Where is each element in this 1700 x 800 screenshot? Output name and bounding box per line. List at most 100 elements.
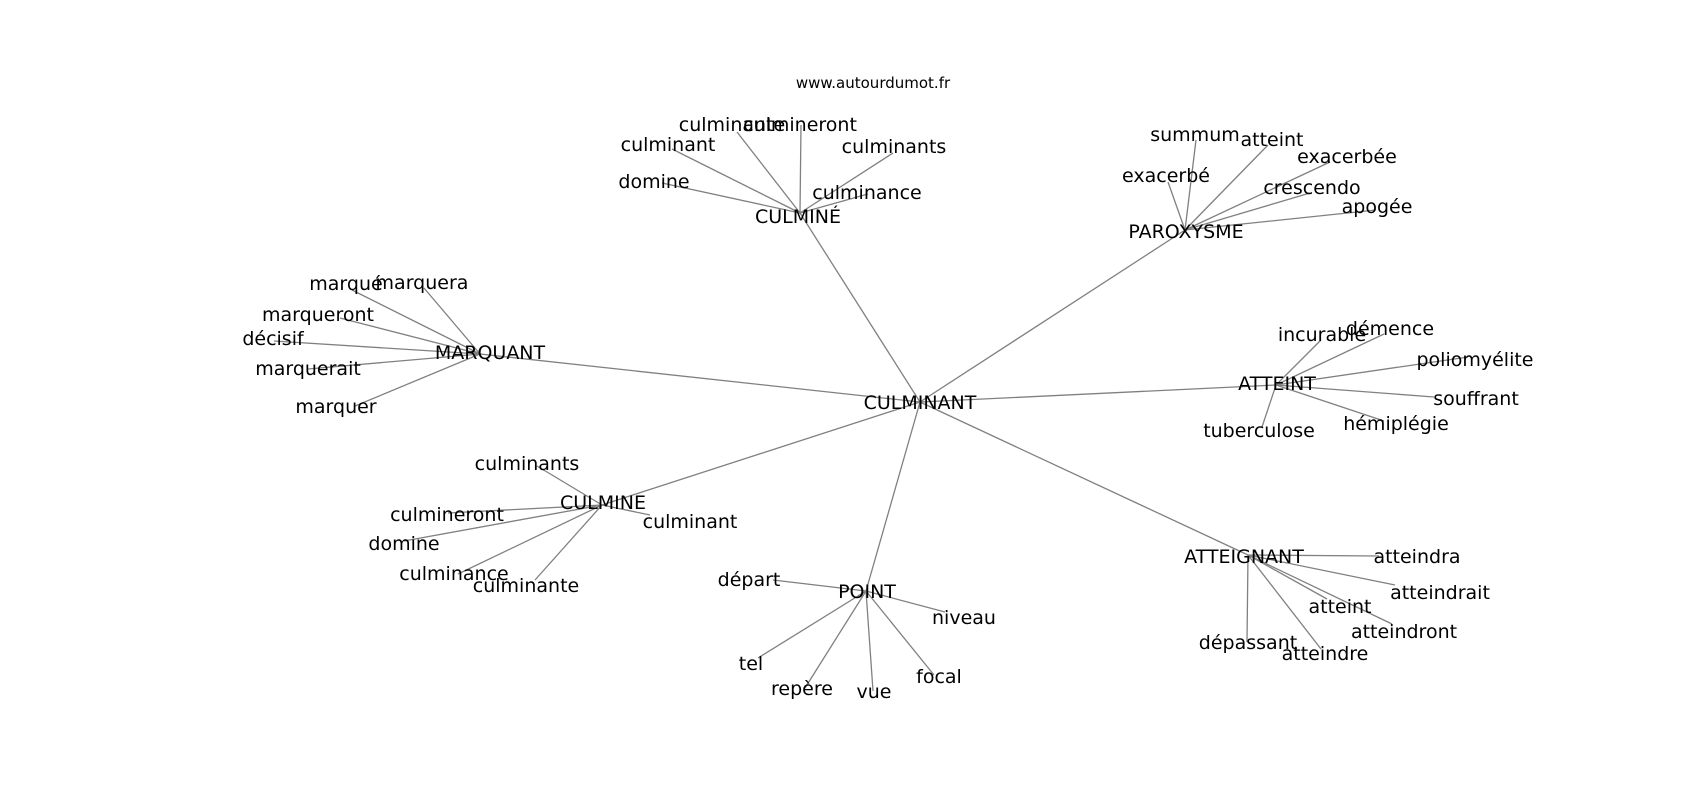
word-node-label: summum [1150, 124, 1240, 146]
word-node-label: tuberculose [1203, 420, 1315, 442]
word-node-label: marqué [309, 273, 382, 295]
edge-culmine-word [601, 504, 651, 516]
edge-marquant-word [307, 353, 481, 370]
edge-culmine_acute-word [799, 124, 802, 214]
hub-node-label: ATTEINT [1238, 373, 1316, 395]
edge-atteint-word [1275, 339, 1322, 386]
edge-atteint-word [1261, 384, 1277, 428]
edge-culmine-word [536, 465, 603, 506]
word-node-label: culminance [399, 563, 508, 585]
edge-center-point [865, 401, 921, 592]
word-node-label: culminante [679, 114, 785, 136]
word-node-label: décisif [242, 328, 305, 350]
word-node-label: culminants [842, 136, 947, 158]
graph-edges [273, 124, 1469, 692]
word-node-label: marquer [295, 396, 376, 418]
edge-center-culmine [601, 401, 921, 506]
center-node-label: CULMINANT [864, 392, 977, 414]
edge-point-word [757, 590, 867, 659]
edge-atteint-word [1275, 333, 1385, 386]
word-node-label: apogée [1342, 196, 1413, 218]
word-node-label: vue [857, 681, 892, 703]
edge-point-word [804, 590, 867, 689]
edge-paroxysme-word [1184, 144, 1269, 231]
word-node-label: marquerait [255, 358, 361, 380]
word-node-label: atteindront [1351, 621, 1457, 643]
word-node-label: exacerbé [1122, 165, 1210, 187]
site-url: www.autourdumot.fr [796, 74, 951, 92]
word-node-label: focal [916, 666, 962, 688]
edge-atteint-word [1275, 356, 1469, 386]
word-node-label: culminant [621, 134, 716, 156]
edge-point-word [865, 590, 935, 676]
word-node-label: domine [618, 171, 689, 193]
edge-atteint-word [1275, 384, 1435, 398]
edge-center-atteint [919, 384, 1277, 403]
word-node-label: culminant [643, 511, 738, 533]
word-node-label: exacerbée [1297, 146, 1397, 168]
edge-paroxysme-word [1184, 209, 1377, 231]
hub-node-label: PAROXYSME [1128, 221, 1243, 243]
edge-atteignant-word [1247, 554, 1328, 600]
edge-culmine_acute-word [799, 193, 869, 214]
edge-paroxysme-word [1184, 139, 1197, 231]
hub-node-label: MARQUANT [435, 342, 546, 364]
edge-marquant-word [339, 317, 481, 355]
edge-culmine-word [447, 504, 603, 514]
word-node-label: culmineront [743, 114, 857, 136]
word-node-label: culminance [812, 182, 921, 204]
edge-center-paroxysme [919, 229, 1186, 403]
word-node-label: atteindra [1373, 546, 1460, 568]
edge-center-marquant [479, 353, 921, 403]
word-node-label: départ [718, 569, 781, 591]
edge-marquant-word [273, 340, 481, 355]
word-node-label: dépassant [1199, 632, 1297, 654]
edge-culmine_acute-word [671, 148, 801, 214]
word-node-label: marqueront [262, 304, 374, 326]
edge-culmine-word [457, 504, 603, 575]
edge-center-culmine_acute [799, 212, 921, 403]
edge-marquant-word [423, 287, 481, 355]
edge-culmine_acute-word [799, 152, 894, 214]
edge-point-word [865, 590, 946, 613]
word-node-label: atteint [1308, 596, 1371, 618]
edge-culmine_acute-word [736, 131, 801, 214]
edge-atteignant-word [1246, 554, 1249, 643]
edge-atteignant-word [1247, 554, 1322, 650]
word-node-label: tel [739, 653, 763, 675]
word-node-label: souffrant [1433, 388, 1519, 410]
edge-culmine-word [534, 504, 603, 581]
edge-marquant-word [351, 289, 481, 355]
hub-node-label: CULMINÉ [755, 205, 841, 228]
edge-culmine-word [403, 504, 603, 542]
word-node-label: marquera [376, 272, 469, 294]
word-node-label: hémiplégie [1343, 413, 1449, 435]
edge-atteignant-word [1247, 554, 1380, 557]
word-node-label: culminante [473, 575, 579, 597]
hub-node-label: CULMINE [560, 492, 646, 514]
word-node-label: culminants [475, 453, 580, 475]
graph-labels: CULMINANTCULMINÉculminanteculminerontcul… [242, 114, 1533, 703]
edge-point-word [772, 579, 867, 592]
edge-atteint-word [1275, 384, 1385, 422]
edge-paroxysme-word [1167, 181, 1186, 231]
edge-culmine_acute-word [661, 182, 801, 214]
edge-paroxysme-word [1184, 161, 1331, 231]
word-node-label: repère [771, 678, 833, 700]
word-node-label: démence [1346, 318, 1434, 340]
word-node-label: atteindrait [1390, 582, 1490, 604]
word-node-label: culmineront [390, 504, 504, 526]
hub-node-label: ATTEIGNANT [1184, 546, 1304, 568]
word-node-label: crescendo [1263, 177, 1360, 199]
edge-atteignant-word [1247, 554, 1393, 625]
word-node-label: niveau [932, 607, 996, 629]
hub-node-label: POINT [838, 581, 896, 603]
edge-atteignant-word [1247, 554, 1396, 586]
edge-paroxysme-word [1184, 192, 1311, 231]
word-node-label: atteint [1240, 129, 1303, 151]
word-node-label: atteindre [1282, 643, 1369, 665]
word-node-label: domine [368, 533, 439, 555]
word-node-label: poliomyélite [1416, 349, 1533, 371]
word-node-label: incurable [1278, 324, 1366, 346]
